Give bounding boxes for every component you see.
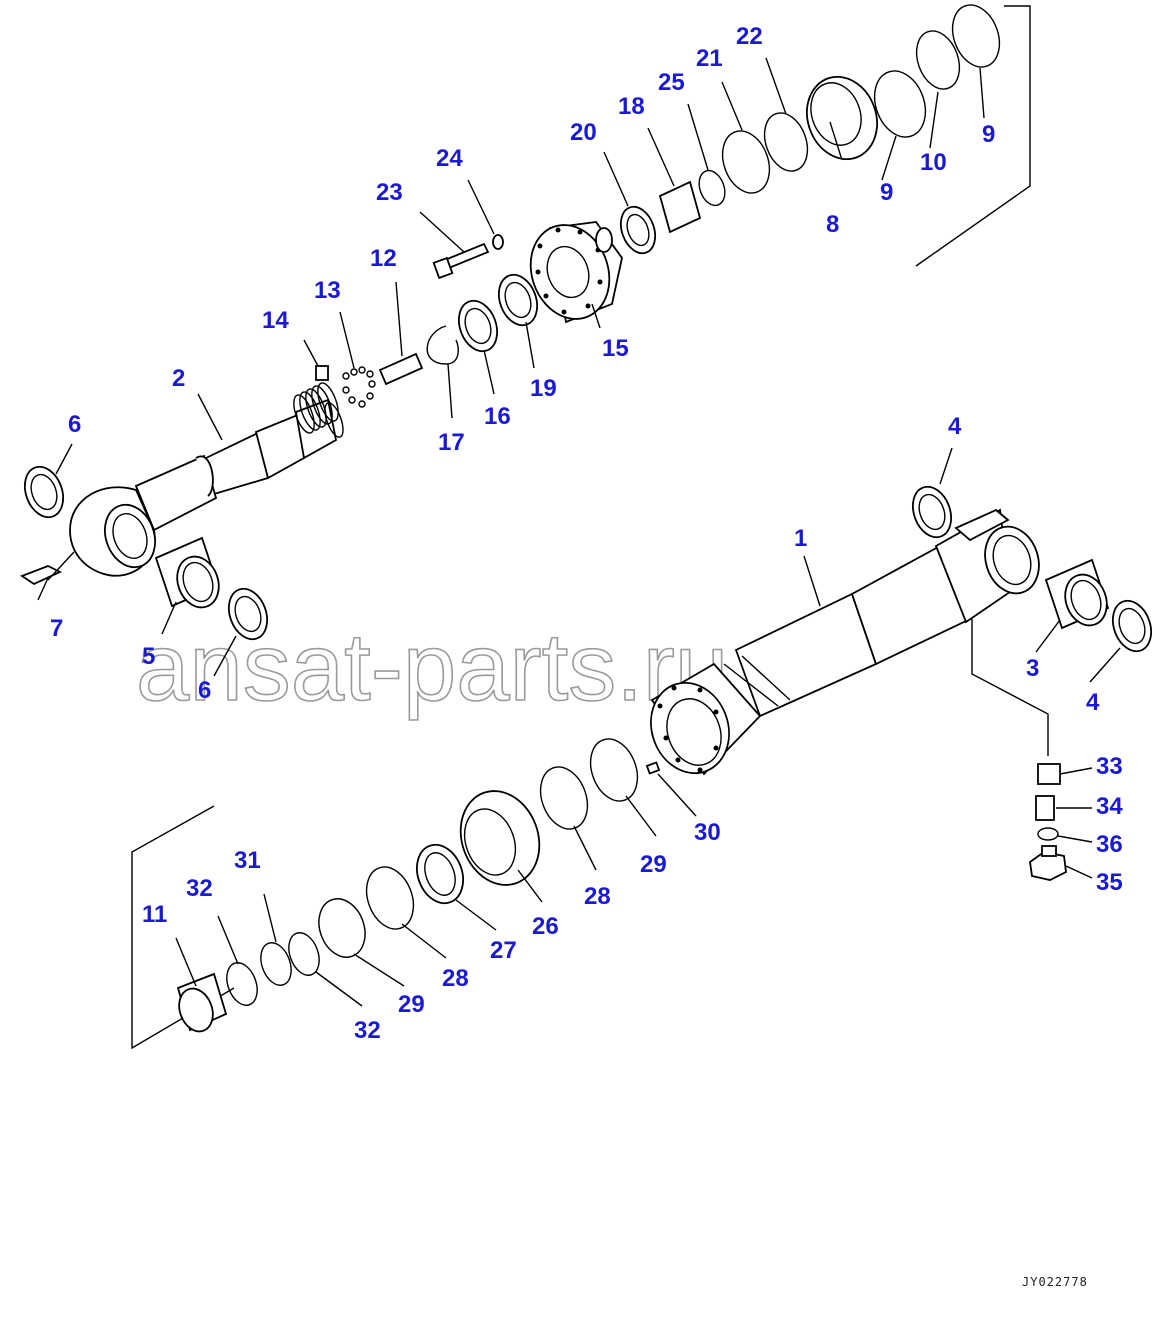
leader-lines (37, 57, 1121, 1007)
callout-28-left: 28 (442, 965, 469, 992)
callout-8: 8 (826, 211, 839, 238)
callout-35: 35 (1096, 869, 1123, 896)
callout-13: 13 (314, 277, 341, 304)
callout-36: 36 (1096, 831, 1123, 858)
callout-28-right: 28 (584, 883, 611, 910)
callout-10: 10 (920, 149, 947, 176)
callout-19: 19 (530, 375, 557, 402)
callout-16: 16 (484, 403, 511, 430)
callout-31: 31 (234, 847, 261, 874)
callout-5: 5 (142, 643, 155, 670)
callout-34: 34 (1096, 793, 1123, 820)
callout-25: 25 (658, 69, 685, 96)
callout-6-upper: 6 (68, 411, 81, 438)
callout-18: 18 (618, 93, 645, 120)
callout-32-top: 32 (186, 875, 213, 902)
callout-17: 17 (438, 429, 465, 456)
callout-15: 15 (602, 335, 629, 362)
callout-27: 27 (490, 937, 517, 964)
callout-20: 20 (570, 119, 597, 146)
callout-23: 23 (376, 179, 403, 206)
drawing-code: JY022778 (1022, 1275, 1088, 1289)
callout-1: 1 (794, 525, 807, 552)
callout-21: 21 (696, 45, 723, 72)
cylinder-head (529, 221, 623, 324)
callout-3: 3 (1026, 655, 1039, 682)
cylinder-tube (650, 508, 1040, 776)
watermark: ansat-parts.ru (136, 614, 728, 721)
callout-4-lower: 4 (1086, 689, 1100, 716)
callout-12: 12 (370, 245, 397, 272)
callout-labels: 1 2 3 4 4 5 6 6 7 8 9 9 10 11 12 13 14 1… (50, 23, 1123, 1044)
callout-30: 30 (694, 819, 721, 846)
callout-29-left: 29 (398, 991, 425, 1018)
callout-9-left: 9 (880, 179, 893, 206)
callout-4-upper: 4 (948, 413, 962, 440)
callout-22: 22 (736, 23, 763, 50)
callout-9-right: 9 (982, 121, 995, 148)
callout-24: 24 (436, 145, 463, 172)
callout-32-bottom: 32 (354, 1017, 381, 1044)
callout-11: 11 (142, 901, 167, 928)
callout-7: 7 (50, 615, 63, 642)
callout-26: 26 (532, 913, 559, 940)
callout-33: 33 (1096, 753, 1123, 780)
callout-2: 2 (172, 365, 185, 392)
bushing-and-seal-parts (20, 4, 1153, 1033)
callout-14: 14 (262, 307, 289, 334)
callout-29-right: 29 (640, 851, 667, 878)
callout-6-lower: 6 (198, 677, 211, 704)
piston-rod (69, 382, 344, 577)
